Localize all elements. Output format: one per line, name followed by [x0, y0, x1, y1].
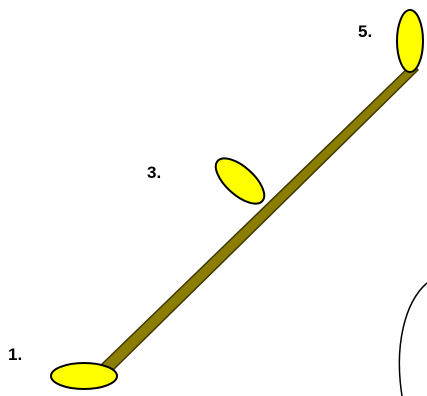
label-step-5: 5.: [358, 22, 373, 41]
label-step-3: 3.: [147, 163, 162, 182]
disc-5: [396, 9, 424, 73]
disc-3: [214, 157, 266, 205]
disc-1: [50, 362, 118, 390]
partial-circle-outline: [398, 282, 427, 396]
label-step-1: 1.: [8, 345, 23, 364]
diagonal-rod: [99, 63, 419, 371]
